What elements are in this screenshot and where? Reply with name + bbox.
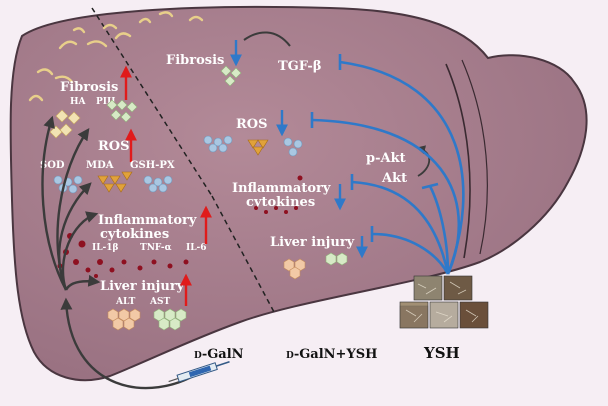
left-fibrosis-marker-piii: PIII: [96, 97, 115, 107]
left-ros-label: ROS: [98, 139, 130, 154]
left-inflammatory-label-2: cytokines: [100, 227, 169, 242]
mid-inflammatory-label-1: Inflammatory: [232, 181, 331, 196]
mid-cytokine-dots: [254, 175, 303, 214]
divider-line: [211, 195, 275, 313]
akt-label: Akt: [381, 171, 407, 186]
mid-inflammatory-label-2: cytokines: [246, 195, 315, 210]
cytokine-marker-tnfa: TNF-α: [140, 243, 172, 253]
liver-shape: [9, 5, 588, 382]
inhibition-bars: [310, 54, 439, 242]
tgf-beta-label: TGF-β: [278, 59, 321, 74]
left-fibrosis-label: Fibrosis: [60, 80, 118, 95]
galn-pathway-arrows: [41, 115, 201, 390]
left-inflammatory-label-1: Inflammatory: [98, 213, 197, 228]
ros-marker-sod: SOD: [40, 160, 65, 171]
syringe-icon: [168, 361, 230, 383]
lobe-fold-line: [445, 63, 471, 259]
collagen-fibres: [28, 11, 204, 102]
ros-marker-mda: MDA: [86, 160, 114, 171]
cytokine-marker-il1b: IL-1β: [92, 243, 119, 253]
galn-ysh-label: D-GalN+YSH: [286, 347, 377, 362]
mid-liver-injury-label: Liver injury: [270, 235, 355, 250]
left-liver-injury-label: Liver injury: [100, 279, 185, 294]
mid-fibrosis-label: Fibrosis: [166, 53, 224, 68]
mid-fibrosis-diamonds: [220, 65, 242, 87]
injury-marker-alt: ALT: [115, 297, 136, 307]
mid-ros-particles: [203, 135, 303, 157]
tgf-to-fibrosis-arrow: [243, 31, 291, 47]
cytokine-dots: [57, 233, 189, 278]
ysh-herb-tiles: [399, 275, 489, 329]
injury-marker-ast: AST: [149, 297, 170, 307]
divider-line: [91, 7, 213, 197]
fibrosis-diamonds: [49, 109, 81, 139]
mid-injury-cells: [283, 252, 348, 280]
fibrosis-diamonds-green: [106, 99, 138, 123]
left-fibrosis-marker-ha: HA: [70, 97, 87, 107]
ros-orange-triangles: [97, 171, 133, 193]
ros-marker-gshpx: GSH-PX: [130, 160, 175, 171]
lobe-fold-line: [461, 59, 488, 255]
galn-label: D-GalN: [194, 347, 244, 362]
ros-blue-particles: [53, 175, 173, 194]
pakt-label: p-Akt: [366, 151, 406, 166]
mid-ros-triangles: [247, 139, 269, 156]
cytokine-marker-il6: IL-6: [186, 243, 207, 253]
ysh-herb-texture: [405, 281, 479, 323]
mid-ros-label: ROS: [236, 117, 268, 132]
ysh-inhibition-lines: [311, 60, 465, 275]
injury-cells-green: [153, 308, 187, 331]
ysh-label: YSH: [423, 344, 460, 362]
injury-cells-peach: [107, 308, 141, 331]
